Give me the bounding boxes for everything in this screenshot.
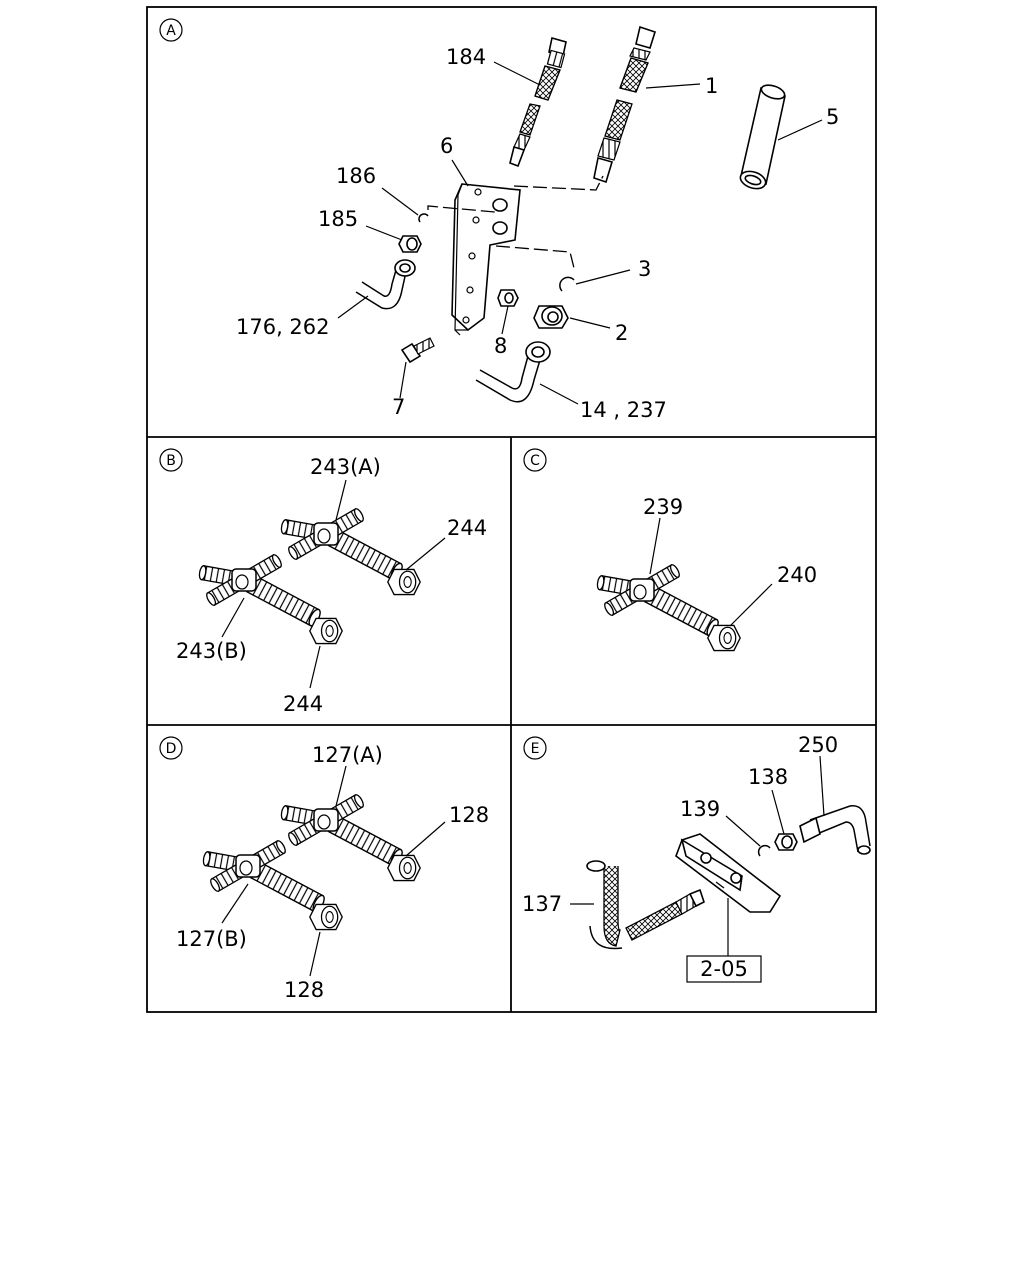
pipe-176-262 — [355, 259, 416, 310]
hose-137 — [586, 860, 705, 950]
leader-line — [539, 383, 579, 405]
label-14-237: 14 , 237 — [580, 398, 667, 422]
leader-line — [729, 583, 773, 627]
nut-128-lower — [309, 903, 343, 931]
panel-d: D 127(A) 128 127(B) 128 — [159, 736, 489, 1002]
leader-line — [819, 755, 825, 817]
panel-a: A — [159, 18, 839, 422]
leader-line — [645, 83, 701, 89]
svg-text:D: D — [166, 741, 177, 757]
leader-line — [777, 119, 823, 141]
nut-185 — [398, 235, 422, 253]
panel-marker-d: D — [159, 736, 183, 760]
label-244-upper: 244 — [447, 516, 487, 540]
leader-line — [337, 295, 369, 319]
label-184: 184 — [446, 45, 486, 69]
leader-line — [725, 815, 761, 847]
svg-text:B: B — [166, 453, 176, 469]
label-240: 240 — [777, 563, 817, 587]
hose-1 — [593, 25, 656, 184]
assembly-line — [427, 205, 496, 213]
label-6: 6 — [440, 134, 453, 158]
clip-186 — [418, 213, 429, 223]
leader-line — [309, 645, 321, 689]
panel-marker-e: E — [523, 736, 547, 760]
washer-139 — [757, 844, 771, 857]
svg-text:A: A — [166, 23, 176, 39]
label-186: 186 — [336, 164, 376, 188]
label-127a: 127(A) — [312, 743, 383, 767]
nut-244-lower — [309, 617, 343, 645]
panel-b: B 243(A) 244 243(B) 244 — [159, 448, 487, 716]
label-243b: 243(B) — [176, 639, 247, 663]
reference-box-2-05: 2-05 — [686, 955, 762, 983]
label-243a: 243(A) — [310, 455, 381, 479]
label-128-lower: 128 — [284, 978, 324, 1002]
panel-marker-b: B — [159, 448, 183, 472]
label-127b: 127(B) — [176, 927, 247, 951]
leader-line — [365, 225, 403, 241]
label-176-262: 176, 262 — [236, 315, 330, 339]
label-1: 1 — [705, 74, 718, 98]
label-2: 2 — [615, 321, 628, 345]
label-137: 137 — [522, 892, 562, 916]
assembly-line — [513, 175, 604, 191]
svg-text:C: C — [530, 453, 540, 469]
leader-line — [221, 597, 245, 638]
leader-line — [405, 537, 446, 571]
leader-line — [501, 305, 509, 335]
nut-244-upper — [387, 568, 421, 596]
cross-joint-243b — [197, 552, 324, 629]
label-239: 239 — [643, 495, 683, 519]
leader-line — [335, 479, 347, 521]
leader-line — [309, 931, 321, 977]
leader-line — [221, 883, 249, 924]
leader-line — [569, 317, 611, 329]
label-5: 5 — [826, 105, 839, 129]
clip-3 — [559, 276, 575, 292]
nut-8 — [497, 289, 519, 307]
leader-line — [575, 269, 631, 285]
pipe-14-237 — [475, 341, 551, 403]
label-139: 139 — [680, 797, 720, 821]
cross-joint-127a — [279, 792, 406, 869]
leader-line — [399, 361, 407, 399]
leader-line — [381, 187, 419, 216]
leader-line — [405, 821, 446, 857]
nut-240 — [707, 624, 741, 652]
sleeve-5 — [739, 84, 786, 190]
label-138: 138 — [748, 765, 788, 789]
leader-line — [493, 61, 541, 86]
nut-128-upper — [387, 854, 421, 882]
nut-2 — [533, 305, 569, 329]
label-7: 7 — [392, 395, 405, 419]
label-3: 3 — [638, 257, 651, 281]
pipe-250 — [799, 805, 871, 855]
label-250: 250 — [798, 733, 838, 757]
label-244-lower: 244 — [283, 692, 323, 716]
panel-marker-c: C — [523, 448, 547, 472]
label-8: 8 — [494, 334, 507, 358]
bracket-6 — [451, 183, 521, 336]
svg-text:2-05: 2-05 — [700, 957, 748, 981]
nut-138 — [774, 833, 798, 851]
panel-c: C 239 240 — [523, 448, 817, 652]
assembly-line — [495, 245, 575, 269]
bracket-2-05 — [675, 833, 782, 913]
bolt-7 — [400, 337, 435, 364]
leader-line — [649, 517, 661, 575]
cross-joint-243a — [279, 506, 406, 583]
leader-line — [451, 159, 469, 187]
panel-e: E — [522, 733, 871, 983]
panel-marker-a: A — [159, 18, 183, 42]
cross-joint-127b — [201, 838, 328, 915]
cross-joint-239 — [595, 562, 722, 639]
svg-text:E: E — [531, 741, 540, 757]
hose-184 — [509, 36, 567, 168]
leader-line — [771, 789, 785, 835]
leader-line — [335, 765, 347, 807]
label-185: 185 — [318, 207, 358, 231]
label-128-upper: 128 — [449, 803, 489, 827]
